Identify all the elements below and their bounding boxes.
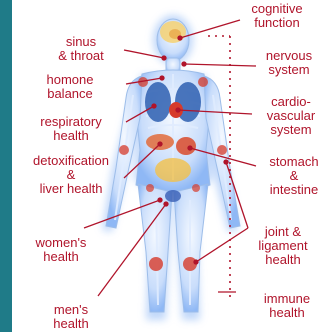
label-immune-health: immune health xyxy=(244,292,330,320)
label-stomach-intestine: stomach & intestine xyxy=(256,155,332,197)
label-respiratory-health: respiratory health xyxy=(18,115,124,143)
label-nervous-system: nervous system xyxy=(246,49,332,77)
label-cardiovascular-system: cardio- vascular system xyxy=(250,95,332,137)
right-hip-joint xyxy=(192,184,200,192)
label-detox-liver-health: detoxification & liver health xyxy=(18,154,124,196)
left-lung xyxy=(145,82,171,122)
stomach xyxy=(176,137,196,155)
label-mens-health: men's health xyxy=(36,303,106,331)
intestine xyxy=(155,158,191,182)
right-shoulder-joint xyxy=(198,77,208,87)
pelvic-organ xyxy=(165,190,181,202)
label-cognitive-function: cognitive function xyxy=(236,2,318,30)
label-womens-health: women's health xyxy=(16,236,106,264)
label-joint-ligament-health: joint & ligament health xyxy=(240,225,326,267)
label-hormone-balance: homone balance xyxy=(22,73,118,101)
label-sinus-throat: sinus & throat xyxy=(36,35,126,63)
left-hip-joint xyxy=(146,184,154,192)
left-knee-joint xyxy=(149,257,163,271)
right-elbow-joint xyxy=(217,145,227,155)
